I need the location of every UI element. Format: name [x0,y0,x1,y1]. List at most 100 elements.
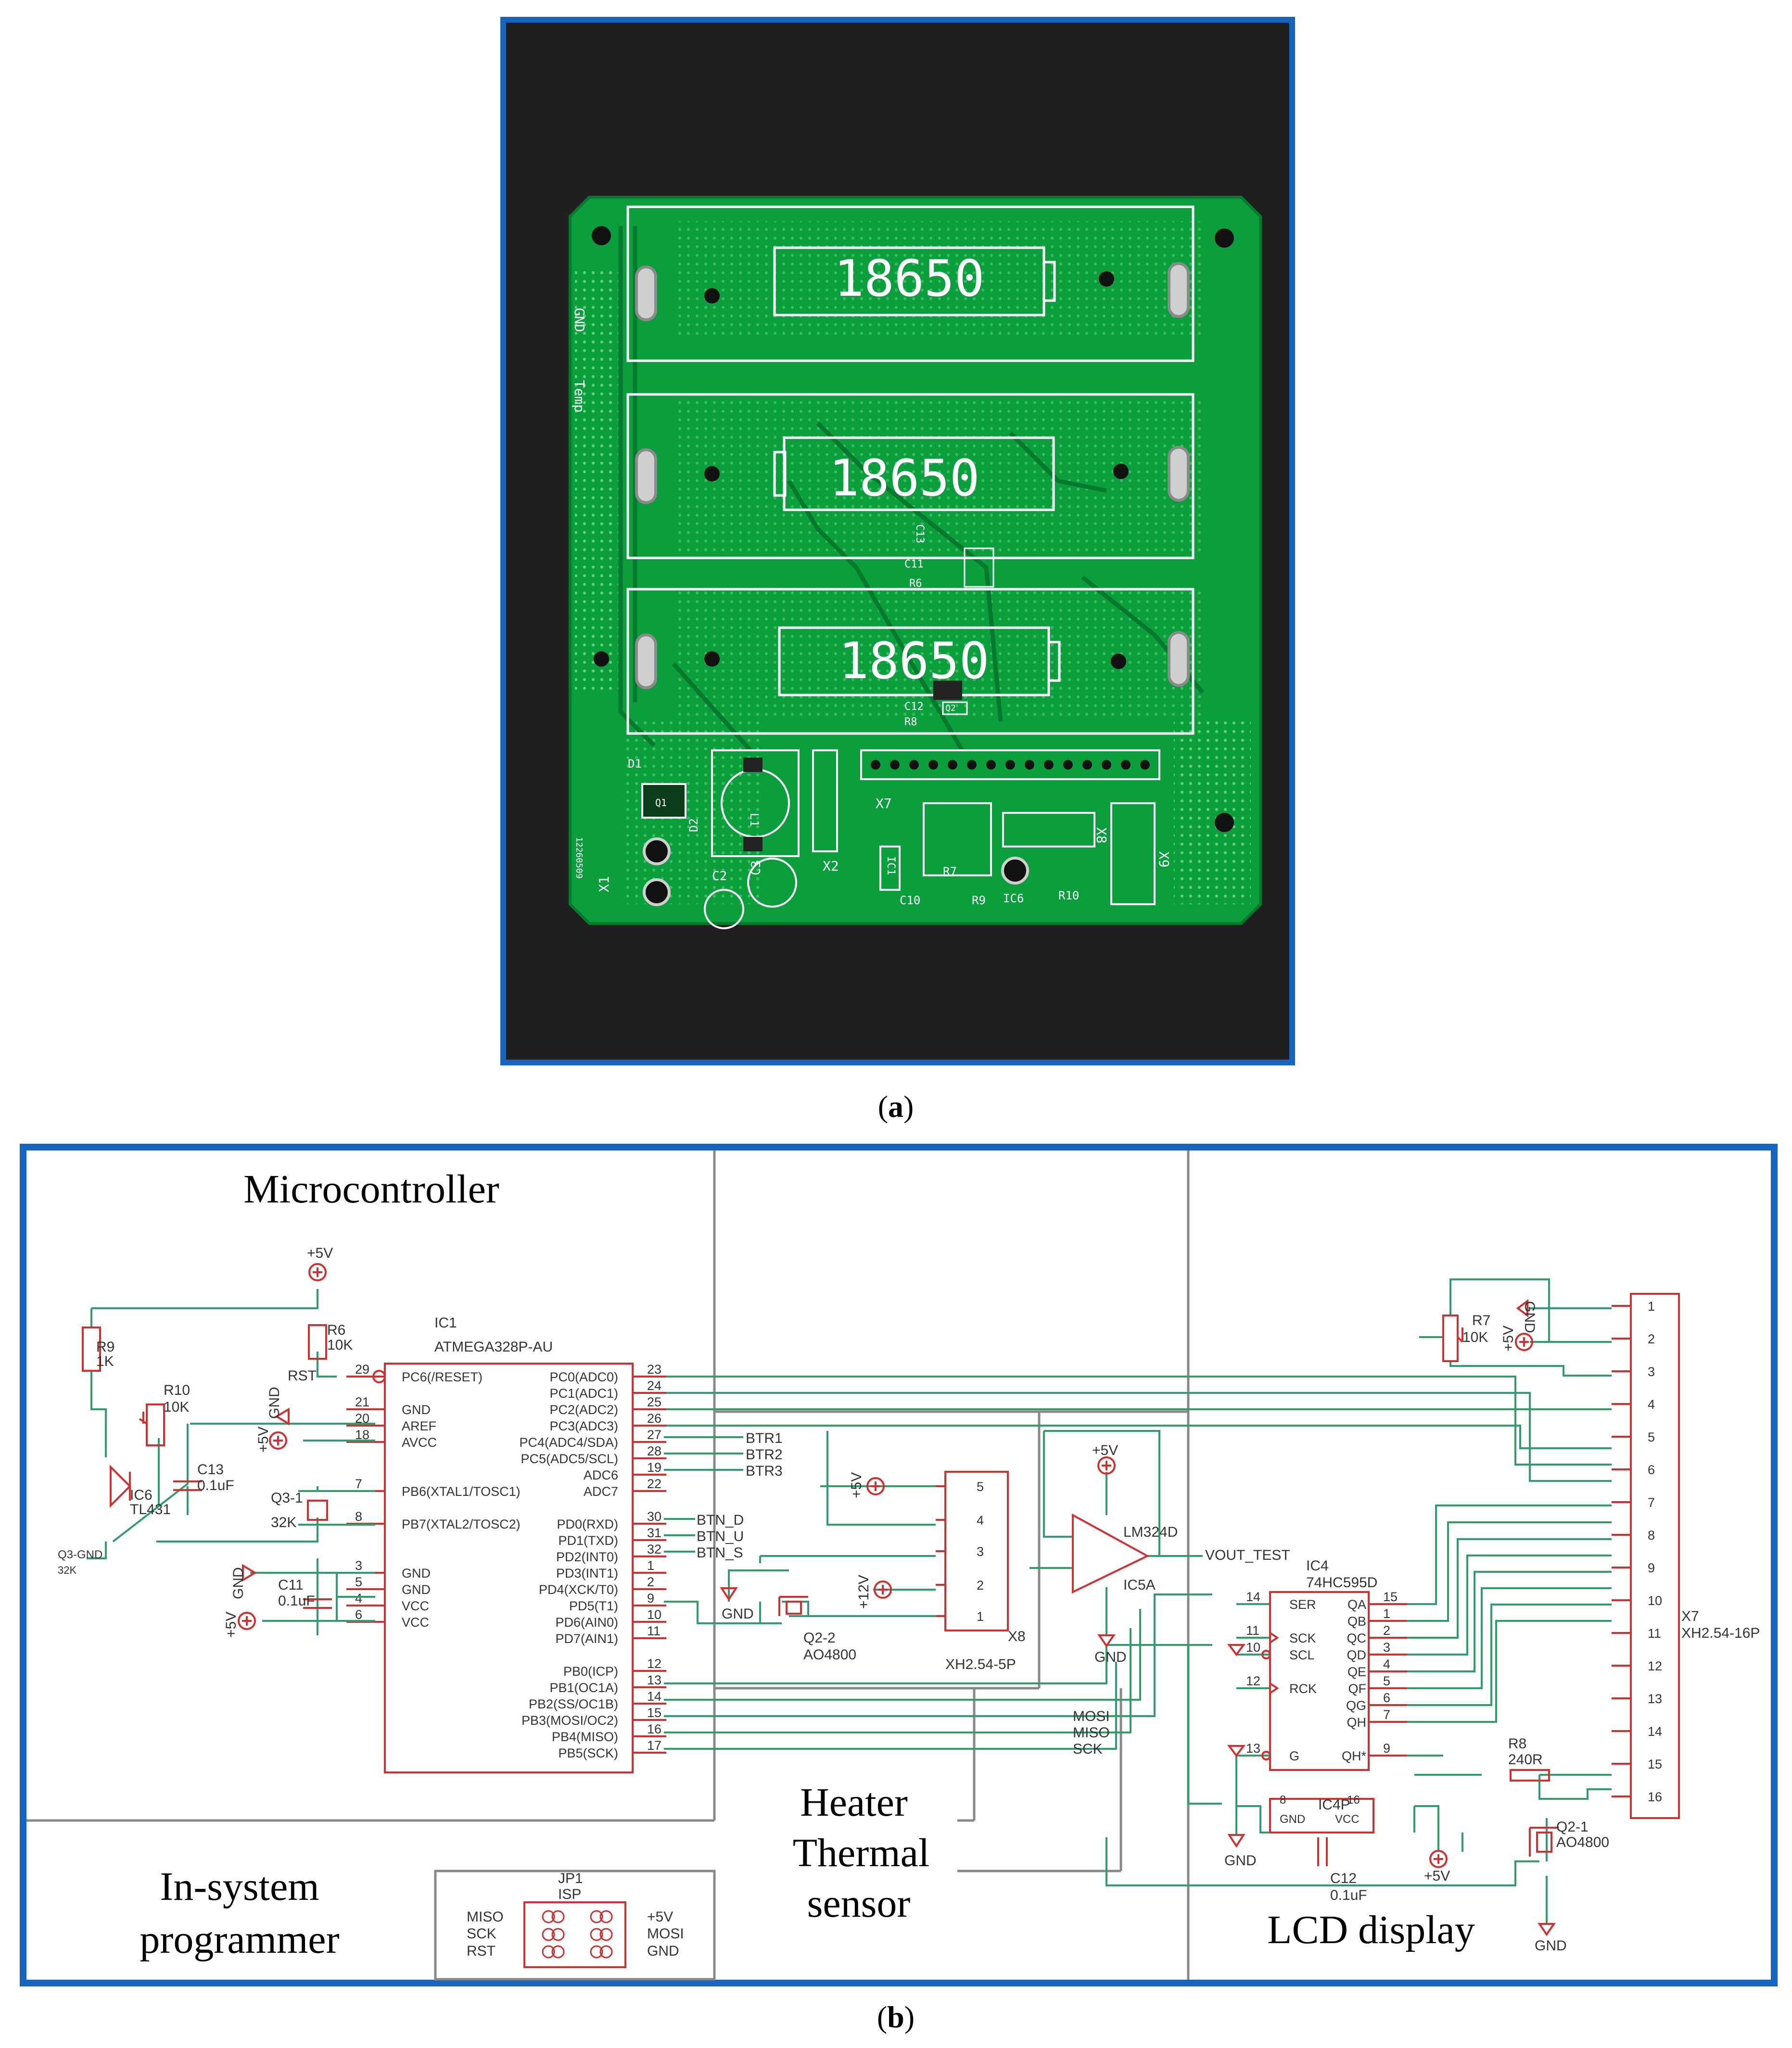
net-btn-d: BTN_D [697,1512,744,1528]
gnd-q21-symbol [1538,1923,1556,1936]
ic1-body [384,1363,634,1773]
ic1-left-pin-name: GND [402,1582,431,1597]
ic4p-vcc: VCC [1335,1813,1360,1826]
ic1-right-pin-num: 16 [647,1722,661,1736]
power-symbols-micro [238,1263,327,1630]
silk-ic1: IC1 [885,856,897,875]
x8-pin-num: 4 [977,1513,984,1528]
ic1-right-pin-num: 26 [647,1411,661,1426]
net-btn-u: BTN_U [697,1529,744,1544]
r10-value: 10K [164,1399,189,1415]
pcb-pad-grid-left [575,269,618,693]
jp1-body [523,1901,626,1968]
gnd-lm324-label: GND [1094,1649,1127,1665]
x8-pin-num: 5 [977,1479,984,1494]
r8-value: 240R [1508,1752,1543,1768]
ic1-right-pin-name: PB5(SCK) [558,1746,618,1760]
r8-symbol [1510,1769,1550,1782]
ic1-right-pin-name: PB2(SS/OC1B) [529,1697,618,1711]
ic4-sck-clock [1269,1632,1279,1643]
section-title-lcd: LCD display [1267,1908,1475,1952]
ic1-left-pin-num: 3 [355,1558,362,1573]
ic4-part: 74HC595D [1306,1575,1377,1591]
x8-name: X8 [1008,1629,1026,1644]
r9-value: 1K [96,1353,114,1369]
ic1-right-pin-name: ADC6 [584,1468,618,1482]
ic4-g-bubble [1261,1751,1271,1760]
silk-r8: R8 [904,716,917,728]
p5v-ic1: +5V [223,1612,239,1638]
q22-symbol [778,1596,808,1616]
pcb-slots [635,262,1190,689]
ic4p-gnd: GND [1280,1813,1305,1826]
x7-pin-num: 12 [1648,1659,1662,1673]
pcb-components [641,547,1160,929]
ic4-right-pin-name: QG [1346,1698,1366,1713]
ic1-right-pin-name: PC0(ADC0) [549,1370,618,1384]
battery-label-1: 18650 [834,249,984,308]
lcd-circuit: IC4 74HC595D IC4P GND VCC 8 16 C12 0.1uF… [1224,1504,1612,1954]
gnd-lm324-symbol [1097,1634,1116,1648]
ic1-right-pin-num: 32 [647,1542,661,1556]
q3-gnd-net-label: Q3-GND [58,1548,102,1561]
ic1-right-pin-num: 2 [647,1575,654,1589]
pcb-pad-grid-top [674,221,1203,337]
x8-part: XH2.54-5P [945,1656,1016,1672]
c11-name: C11 [278,1577,304,1593]
section-dividers [26,1150,1190,1981]
ic4-rck-clock [1269,1682,1279,1694]
isp-mosi: MOSI [647,1926,684,1942]
x7-pin-num: 14 [1648,1724,1662,1739]
ic1-left-pin-name: GND [402,1566,431,1580]
silk-x8: X8 [1093,827,1109,844]
c13-value: 0.1uF [197,1478,234,1493]
ic1-net-labels: BTR1 BTR2 BTR3 BTN_D BTN_U BTN_S MOSI MI… [697,1430,1110,1757]
net-mosi: MOSI [1073,1708,1110,1724]
ic4-left-pin-name: RCK [1289,1681,1317,1696]
x7-body [1630,1293,1680,1819]
p5v-avcc: +5V [255,1427,271,1453]
pcb-pad-grid-right [1174,721,1251,904]
c11-value: 0.1uF [278,1593,315,1609]
ic1-left-pin-num: 8 [355,1509,362,1524]
silk-r10: R10 [1058,889,1079,902]
r9-name: R9 [96,1339,114,1355]
ic1-right-pins: 23PC0(ADC0)24PC1(ADC1)25PC2(ADC2)26PC3(A… [519,1362,666,1760]
silk-temp: Temp [572,380,587,412]
net-btr2: BTR2 [746,1447,783,1463]
ic1-right-pin-num: 23 [647,1362,661,1377]
x7-pin-num: 9 [1648,1561,1655,1575]
p5v-r7-symbol [1515,1333,1533,1351]
ic4-left-pin-num: 10 [1246,1640,1260,1655]
microcontroller-left-symbols [82,1324,332,1609]
ic4-right-pin-num: 7 [1383,1707,1390,1722]
ic1-left-pin-num: 21 [355,1395,369,1409]
x7-part: XH2.54-16P [1681,1625,1760,1641]
gnd-ic4-symbol [1227,1644,1246,1656]
ic1-right-pin-name: PC5(ADC5/SCL) [521,1452,618,1466]
ic4-right-pin-name: QH [1347,1715,1367,1730]
ic1-right-pin-num: 30 [647,1509,661,1524]
ic1-right-pin-num: 10 [647,1607,661,1622]
lm324-triangle [1072,1513,1150,1594]
p12v-heater-label: +12V [856,1575,872,1609]
ic1-name: IC1 [434,1315,457,1331]
silk-c2: C2 [712,869,727,884]
isp-5v: +5V [647,1909,673,1925]
ic1-left-pin-name: AVCC [402,1435,437,1450]
q21-symbol [1529,1827,1559,1857]
ic4-left-pin-num: 13 [1246,1741,1260,1756]
silk-x2: X2 [823,858,839,874]
ic1-right-pin-name: PC4(ADC4/SDA) [519,1435,618,1450]
section-title-heater: Heater Thermal sensor [793,1780,930,1926]
gnd-ic4p-symbol [1227,1834,1246,1848]
silk-l1: L1 [748,813,761,827]
net-btr1: BTR1 [746,1430,783,1446]
ic1-right-pin-name: PD3(INT1) [556,1566,618,1580]
x7-pin-num: 6 [1648,1463,1655,1477]
silk-q1: Q1 [655,797,667,809]
ic1-right-pin-num: 12 [647,1656,661,1671]
